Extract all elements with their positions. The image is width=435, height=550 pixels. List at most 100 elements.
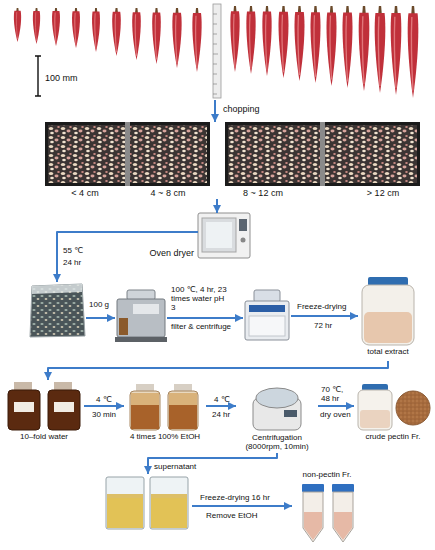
okra-pods: [343, 6, 353, 88]
okra-photo: 100 mm: [5, 3, 430, 100]
oven-picture: [198, 213, 250, 258]
step-note: 24 hr: [63, 258, 81, 267]
ethanol-bottles-picture: [130, 384, 198, 430]
step-condition: 100 g: [89, 300, 109, 309]
dried-okra-bag: [28, 282, 86, 338]
flow-arrow: [192, 505, 292, 507]
caption: Centrifugation (8000rpm, 10min): [236, 433, 318, 451]
freeze-dryer-picture: [245, 301, 289, 340]
crude-pectin-picture: [360, 410, 390, 428]
okra-pods: [295, 6, 305, 81]
flow-arrow: [148, 453, 277, 474]
ruler: [213, 4, 221, 98]
total-extract-jar: total extract: [358, 275, 418, 361]
oven-picture: [241, 238, 246, 243]
tubes-picture: [334, 512, 352, 540]
supernatant-beakers-picture: [107, 494, 143, 498]
step-condition: 4 ℃: [96, 395, 112, 404]
centrifuge-picture: [284, 410, 297, 417]
tray-photo: [45, 122, 420, 186]
ethanol-bottles-picture: [130, 391, 160, 430]
ethanol-bottles-picture: [131, 393, 159, 405]
supernatant-beakers-picture: [151, 498, 187, 528]
ethanol-bottles: 4 times 100% EtOH: [124, 380, 206, 444]
flow-arrow: [214, 100, 216, 122]
part-label: > 12 cm: [367, 188, 399, 198]
okra-pods: [246, 6, 255, 74]
centrifuge-picture: [253, 388, 301, 430]
flow-arrow: [167, 317, 243, 319]
bag-picture: [30, 284, 85, 337]
caption: 4 times 100% EtOH: [124, 432, 206, 441]
step-condition: 100 ℃, 4 hr, 23 times water pH 3: [171, 285, 229, 313]
ethanol-bottles-picture: [131, 405, 159, 429]
flow-arrow: [216, 199, 218, 213]
caption: total extract: [358, 347, 418, 356]
caption: 10–fold water: [4, 432, 84, 441]
okra-pods: [132, 8, 141, 60]
crude-pectin-picture: [358, 390, 392, 430]
tray-photo: [45, 122, 210, 186]
ruler: [213, 14, 218, 94]
step-condition: 70 ℃, 48 hr: [321, 385, 353, 403]
tubes-picture: [332, 484, 354, 492]
water-bottles-picture: [48, 390, 80, 430]
water-bottles-picture: [14, 402, 34, 412]
step-note: 30 min: [92, 410, 116, 419]
scale-bar: [35, 56, 41, 96]
jar-picture: [362, 277, 414, 345]
water-bottles: 10–fold water: [4, 380, 84, 444]
supernatant-beakers-picture: [151, 494, 187, 498]
tubes-picture: [333, 492, 353, 542]
tubes-picture: [304, 512, 322, 540]
jar-picture: [362, 285, 414, 345]
crude-pectin-picture: [358, 384, 430, 430]
ruler: [213, 4, 221, 98]
flow-arrow: [206, 405, 236, 407]
okra-pods: [279, 6, 289, 78]
step-note: filter & centrifuge: [171, 322, 231, 331]
supernatant-beakers-picture: [107, 498, 143, 528]
bag-picture: [30, 284, 85, 337]
freeze-dryer-picture: [254, 290, 280, 302]
extractor-picture: [117, 299, 165, 337]
crude-pectin-picture: [396, 391, 430, 425]
tray-photo: [320, 122, 325, 186]
okra-pods: [262, 6, 271, 76]
tray-photo: [225, 122, 420, 186]
flow-arrow: [84, 405, 124, 407]
supernatant-beakers-picture: [150, 477, 188, 529]
ethanol-bottles-picture: [168, 391, 198, 430]
part-label: 8 ~ 12 cm: [243, 188, 283, 198]
okra-pods: [92, 8, 100, 52]
freeze-dryer-picture: [245, 290, 289, 340]
freeze-dryer-picture: [249, 316, 285, 336]
tray-photo: [125, 122, 130, 186]
flow-arrow: [57, 232, 198, 282]
step-condition: chopping: [223, 104, 260, 114]
oven-dryer: Oven dryer: [198, 213, 250, 258]
supernatant-beakers-picture: [106, 477, 144, 529]
step-condition: Freeze-drying: [297, 302, 346, 311]
okra-pods: [14, 8, 21, 42]
jar-picture: [364, 312, 412, 343]
bag-picture: [32, 284, 82, 294]
tubes-picture: [303, 492, 323, 542]
supernatant-beakers: [100, 474, 192, 532]
okra-pods: [230, 6, 239, 72]
extractor: [115, 290, 167, 342]
step-condition: supernatant: [154, 462, 196, 471]
oven-picture: [202, 218, 236, 252]
caption: crude pectin Fr.: [354, 432, 432, 441]
okra-pods: [327, 6, 337, 86]
part-label: 100 mm: [45, 73, 78, 83]
supernatant-beakers-picture: [106, 477, 188, 529]
okra-pods: [408, 6, 419, 98]
okra-pods: [172, 8, 181, 68]
okra-pods: [33, 8, 40, 44]
centrifuge: Centrifugation (8000rpm, 10min): [236, 383, 318, 453]
okra-pods: [152, 8, 161, 64]
ethanol-bottles-picture: [169, 405, 197, 429]
tubes-picture: [302, 484, 354, 542]
